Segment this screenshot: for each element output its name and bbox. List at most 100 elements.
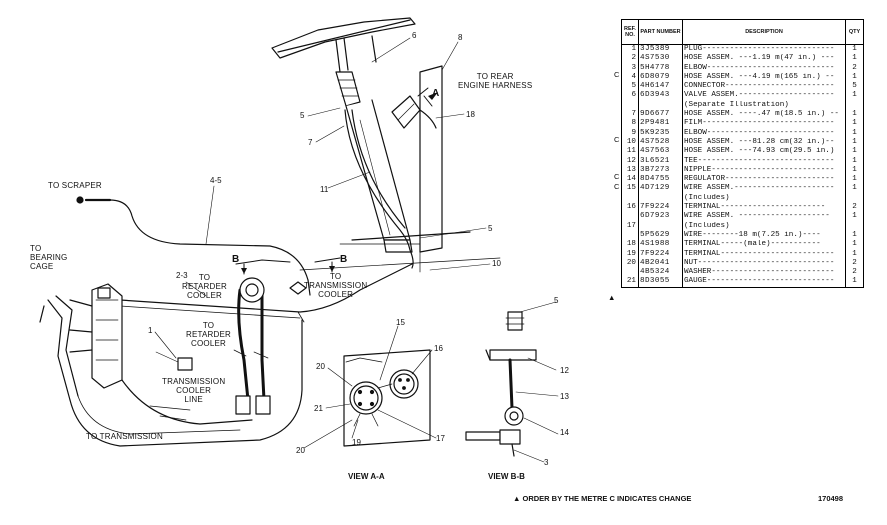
cell-desc: WIRE ASSEM. -------------------- [682,212,846,222]
callout-13: 13 [560,392,569,401]
change-mark: C [614,182,620,191]
cell-ref [621,100,639,111]
cell-part: 2P9481 [638,119,683,129]
callout-19: 19 [352,438,361,447]
cell-part: 8D3055 [638,277,683,288]
callout-2-3: 2-3 [176,271,188,280]
cell-desc: FILM----------------------------- [682,119,846,129]
cell-part [638,193,683,204]
cell-ref [621,193,639,204]
cell-desc: ELBOW---------------------------- [682,128,846,138]
cell-qty: 1 [845,184,864,194]
cell-desc: TERMINAL------------------------- [682,249,846,259]
cell-ref: 7 [621,110,639,120]
callout-5-b: 5 [488,224,493,233]
cell-ref: 9 [621,128,639,138]
cell-desc: NIPPLE--------------------------- [682,165,846,176]
table-row: (Includes) [621,193,864,204]
illustration-id: 170498 [818,494,844,503]
callout-12: 12 [560,366,569,375]
cell-part: 3J5389 [638,44,683,55]
transmission-block [39,283,123,401]
callout-20: 20 [316,362,325,371]
table-row: 5P5629 WIRE--------18 m(7.25 in.)----1 [621,230,864,241]
cell-ref: 10 [621,137,639,148]
cell-qty: 1 [845,156,864,166]
leader-lines [154,37,559,463]
cell-qty: 2 [845,203,864,213]
callout-4-5: 4-5 [210,176,222,185]
cell-ref [621,268,639,278]
cell-part: 4D7129 [638,184,683,194]
cell-desc: HOSE ASSEM. ---1.19 m(47 in.) --- [682,54,846,64]
cell-ref: 13 [621,165,639,176]
cell-desc: PLUG----------------------------- [682,44,846,55]
cell-desc: TEE------------------------------ [682,156,846,166]
cell-ref: 2 [621,54,639,64]
cell-desc: ELBOW---------------------------- [682,63,846,73]
to-bearing-cage-label: TO BEARING CAGE [30,244,68,271]
hydraulic-diagram [39,17,559,463]
cell-desc: NUT------------------------------ [682,258,846,269]
cell-qty: 1 [845,165,864,176]
cell-qty: 1 [845,137,864,148]
steering-wheel [271,17,416,73]
to-rear-engine-harness-label: TO REAR ENGINE HARNESS [458,72,533,90]
cell-ref: 6 [621,91,639,101]
callout-14: 14 [560,428,569,437]
cell-desc: TERMINAL----------------------- [682,203,846,213]
footer-note: ▲ ORDER BY THE METRE C INDICATES CHANGE [513,494,692,503]
cell-part: 7F9224 [638,203,683,213]
cell-ref: 19 [621,249,639,259]
cell-desc: (Includes) [682,193,846,204]
callout-15: 15 [396,318,405,327]
cell-part: 4S7563 [638,147,683,157]
cell-desc: (Separate Illustration) [682,100,846,111]
cell-desc: REGULATOR------------------------ [682,175,846,185]
cell-qty: 1 [845,54,864,64]
callout-20-b: 20 [296,446,305,455]
callout-5-c: 5 [554,296,559,305]
to-transmission-cooler-label: TO TRANSMISSION COOLER [304,272,368,299]
view-b-assembly [465,311,537,457]
cell-ref: 20 [621,258,639,269]
cell-qty: 1 [845,212,864,222]
cell-qty: 5 [845,82,864,92]
callout-7: 7 [308,138,313,147]
cell-part: 5H4778 [638,63,683,73]
header-ref: REF. NO. [621,19,639,45]
cell-qty: 1 [845,110,864,120]
cell-part [638,100,683,111]
cell-part: 4S7528 [638,137,683,148]
cell-desc: HOSE ASSEM. ---4.19 m(165 in.) -- [682,72,846,83]
cell-qty: 2 [845,268,864,278]
cell-ref: 16 [621,203,639,213]
cell-qty: 1 [845,175,864,185]
cell-part: 8D4755 [638,175,683,185]
cell-qty [845,221,864,231]
cell-desc: VALVE ASSEM.--------------------- [682,91,846,101]
cell-ref: 8 [621,119,639,129]
cell-ref: 17 [621,221,639,231]
cell-part: 4S1988 [638,240,683,250]
cell-qty: 1 [845,119,864,129]
cell-ref: 3 [621,63,639,73]
cell-qty: 2 [845,258,864,269]
parts-table-header: REF. NO. PART NUMBER DESCRIPTION QTY [621,19,864,45]
cell-part: 9D6677 [638,110,683,120]
change-mark: C [614,172,620,181]
callout-21: 21 [314,404,323,413]
